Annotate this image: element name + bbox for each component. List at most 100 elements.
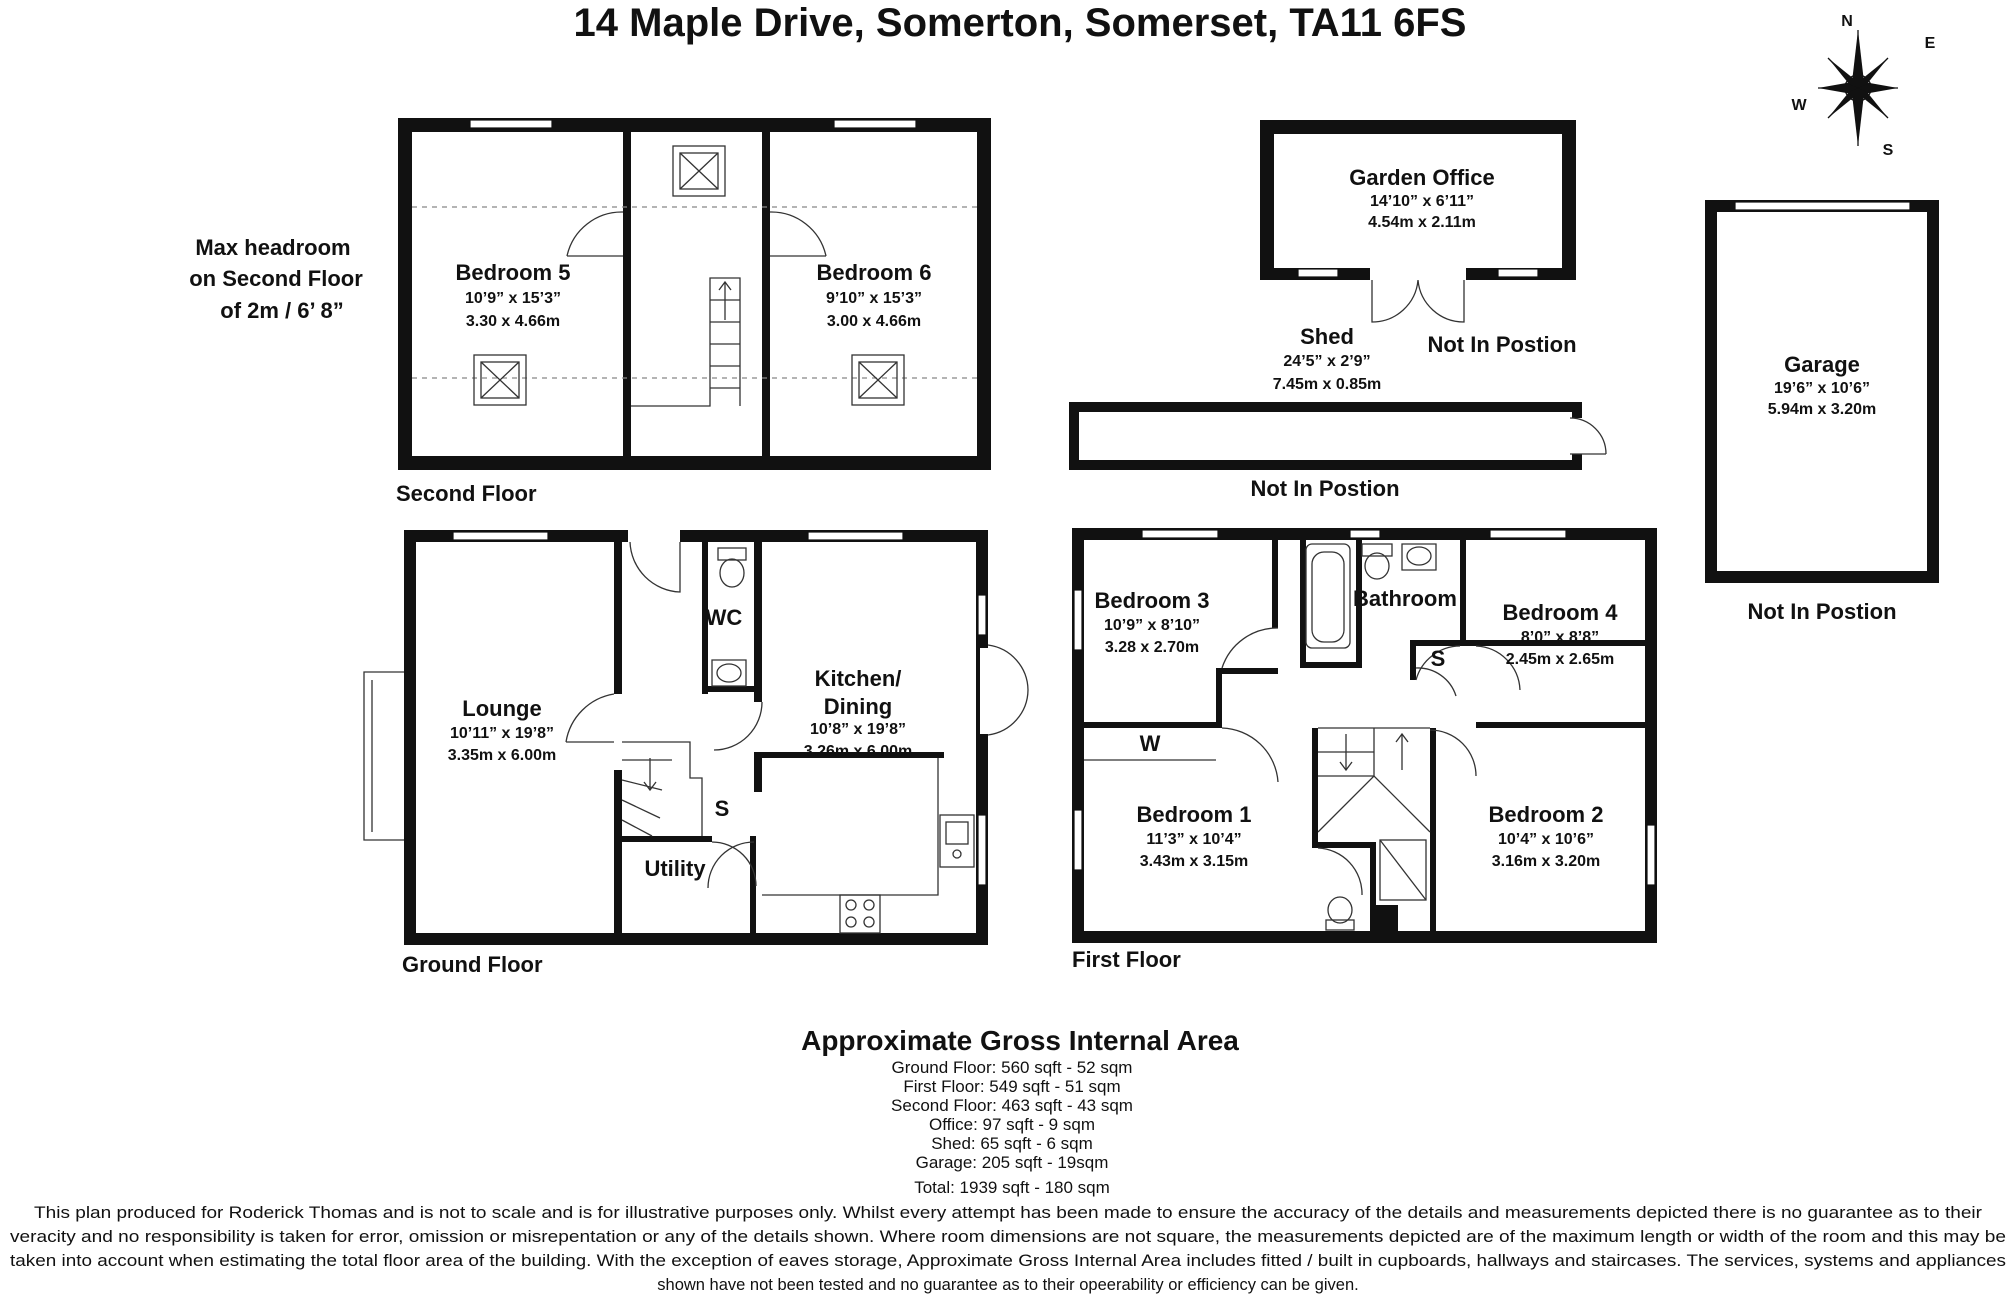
svg-text:3.00 x 4.66m: 3.00 x 4.66m — [827, 313, 921, 330]
room-wc: WC — [706, 605, 743, 630]
svg-text:This plan produced for Roderic: This plan produced for Roderick Thomas a… — [34, 1204, 1983, 1222]
garden-office-plan: Garden Office 14’10” x 6’11” 4.54m x 2.1… — [1260, 120, 1577, 357]
svg-text:11’3” x 10’4”: 11’3” x 10’4” — [1146, 831, 1241, 848]
second-floor-plan: Bedroom 5 10’9” x 15’3” 3.30 x 4.66m Bed… — [396, 118, 991, 506]
svg-text:14’10” x 6’11”: 14’10” x 6’11” — [1370, 193, 1474, 210]
svg-text:8’0” x 8’8”: 8’0” x 8’8” — [1521, 629, 1599, 646]
svg-text:Dining: Dining — [824, 694, 892, 719]
room-wardrobe: W — [1140, 731, 1161, 756]
svg-text:10’4” x 10’6”: 10’4” x 10’6” — [1498, 831, 1594, 848]
svg-text:10’8” x 19’8”: 10’8” x 19’8” — [810, 721, 906, 738]
window — [1073, 589, 1083, 651]
garage-door — [1734, 201, 1911, 211]
disclaimer: This plan produced for Roderick Thomas a… — [10, 1204, 2006, 1294]
svg-text:Bedroom 2: Bedroom 2 — [1489, 802, 1604, 827]
svg-text:Garden Office: Garden Office — [1349, 165, 1494, 190]
window — [1349, 529, 1381, 539]
svg-text:2.45m x 2.65m: 2.45m x 2.65m — [1506, 651, 1615, 668]
compass-west-label: W — [1791, 97, 1807, 114]
svg-text:7.45m x 0.85m: 7.45m x 0.85m — [1273, 376, 1382, 393]
window — [452, 531, 549, 541]
toilet-icon — [717, 547, 747, 588]
area-line: Second Floor: 463 sqft - 43 sqm — [891, 1096, 1133, 1115]
window — [977, 814, 987, 886]
floor-label-first: First Floor — [1072, 947, 1181, 972]
svg-text:of 2m / 6’ 8”: of 2m / 6’ 8” — [220, 298, 344, 323]
svg-text:shown have not been tested and: shown have not been tested and no guaran… — [657, 1276, 1358, 1294]
svg-text:Garage: Garage — [1784, 352, 1860, 377]
area-line: First Floor: 549 sqft - 51 sqm — [903, 1077, 1120, 1096]
basin-icon — [1401, 543, 1437, 571]
room-lounge: Lounge 10’11” x 19’8” 3.35m x 6.00m — [448, 696, 557, 764]
compass-east-label: E — [1925, 35, 1936, 52]
room-bedroom-2: Bedroom 2 10’4” x 10’6” 3.16m x 3.20m — [1489, 802, 1604, 870]
area-total: Total: 1939 sqft - 180 sqm — [914, 1178, 1110, 1197]
toilet-icon — [1325, 896, 1355, 931]
room-bedroom-1: Bedroom 1 11’3” x 10’4” 3.43m x 3.15m — [1137, 802, 1252, 870]
area-line: Garage: 205 sqft - 19sqm — [916, 1153, 1109, 1172]
floor-label-second: Second Floor — [396, 481, 537, 506]
not-in-position-office: Not In Postion — [1427, 332, 1576, 357]
ground-floor-plan: Lounge 10’11” x 19’8” 3.35m x 6.00m WC K… — [363, 528, 1029, 977]
window — [1489, 529, 1567, 539]
window — [1141, 529, 1219, 539]
area-line: Ground Floor: 560 sqft - 52 sqm — [892, 1058, 1133, 1077]
kitchen-units — [762, 758, 975, 934]
shower-icon — [1379, 839, 1427, 901]
svg-text:Max headroom: Max headroom — [195, 235, 350, 260]
room-utility: Utility — [644, 856, 706, 881]
shed-plan: Shed 24’5” x 2’9” 7.45m x 0.85m Not In P… — [1069, 324, 1607, 501]
compass-south-label: S — [1883, 142, 1894, 159]
staircase — [631, 277, 741, 407]
basin-icon — [711, 659, 747, 687]
window — [1646, 824, 1656, 886]
svg-text:Lounge: Lounge — [462, 696, 541, 721]
compass-rose-icon: N E S W — [1791, 13, 1935, 159]
area-line: Shed: 65 sqft - 6 sqm — [931, 1134, 1093, 1153]
svg-text:veracity and no responsibility: veracity and no responsibility is taken … — [10, 1228, 2006, 1246]
svg-text:3.28 x 2.70m: 3.28 x 2.70m — [1105, 639, 1199, 656]
room-bedroom-4: Bedroom 4 8’0” x 8’8” 2.45m x 2.65m — [1503, 600, 1619, 668]
svg-text:3.30 x 4.66m: 3.30 x 4.66m — [466, 313, 560, 330]
sink-icon — [939, 814, 975, 868]
area-line: Office: 97 sqft - 9 sqm — [929, 1115, 1095, 1134]
window — [1297, 268, 1339, 278]
room-bedroom-5: Bedroom 5 10’9” x 15’3” 3.30 x 4.66m — [456, 260, 571, 330]
not-in-position-garage: Not In Postion — [1747, 599, 1896, 624]
svg-text:Bedroom 5: Bedroom 5 — [456, 260, 571, 285]
svg-text:3.26m x 6.00m: 3.26m x 6.00m — [804, 743, 913, 760]
window — [469, 119, 553, 129]
svg-text:10’9” x 15’3”: 10’9” x 15’3” — [465, 290, 561, 307]
staircase — [621, 741, 703, 837]
window — [833, 119, 917, 129]
property-address-title: 14 Maple Drive, Somerton, Somerset, TA11… — [574, 1, 1467, 45]
svg-text:3.16m x 3.20m: 3.16m x 3.20m — [1492, 853, 1601, 870]
svg-text:Bedroom 3: Bedroom 3 — [1095, 588, 1210, 613]
svg-text:10’9” x 8’10”: 10’9” x 8’10” — [1104, 617, 1200, 634]
first-floor-plan: Bedroom 3 10’9” x 8’10” 3.28 x 2.70m Bat… — [1072, 528, 1657, 972]
window — [977, 594, 987, 636]
svg-text:10’11” x 19’8”: 10’11” x 19’8” — [450, 725, 554, 742]
room-storage-first: S — [1431, 646, 1446, 671]
toilet-icon — [1361, 543, 1393, 580]
compass-north-label: N — [1841, 13, 1853, 30]
areas-heading: Approximate Gross Internal Area — [801, 1025, 1239, 1056]
garage-plan: Garage 19’6” x 10’6” 5.94m x 3.20m Not I… — [1705, 200, 1939, 624]
svg-text:9’10” x 15’3”: 9’10” x 15’3” — [826, 290, 922, 307]
svg-text:3.43m x 3.15m: 3.43m x 3.15m — [1140, 853, 1249, 870]
svg-text:4.54m x 2.11m: 4.54m x 2.11m — [1368, 214, 1476, 231]
svg-text:Bedroom 4: Bedroom 4 — [1503, 600, 1619, 625]
window — [1497, 268, 1539, 278]
room-kitchen-dining: Kitchen/ Dining 10’8” x 19’8” 3.26m x 6.… — [804, 666, 913, 760]
headroom-note: Max headroom on Second Floor of 2m / 6’ … — [189, 235, 363, 323]
svg-text:24’5” x 2’9”: 24’5” x 2’9” — [1283, 353, 1370, 370]
bath-icon — [1305, 543, 1351, 649]
gross-internal-area: Approximate Gross Internal Area Ground F… — [801, 1025, 1239, 1197]
staircase — [1317, 727, 1431, 833]
not-in-position-shed: Not In Postion — [1250, 476, 1399, 501]
skylight-icon — [851, 354, 905, 406]
skylight-icon — [672, 145, 726, 197]
hob-icon — [839, 894, 881, 934]
room-bathroom: Bathroom — [1353, 586, 1457, 611]
